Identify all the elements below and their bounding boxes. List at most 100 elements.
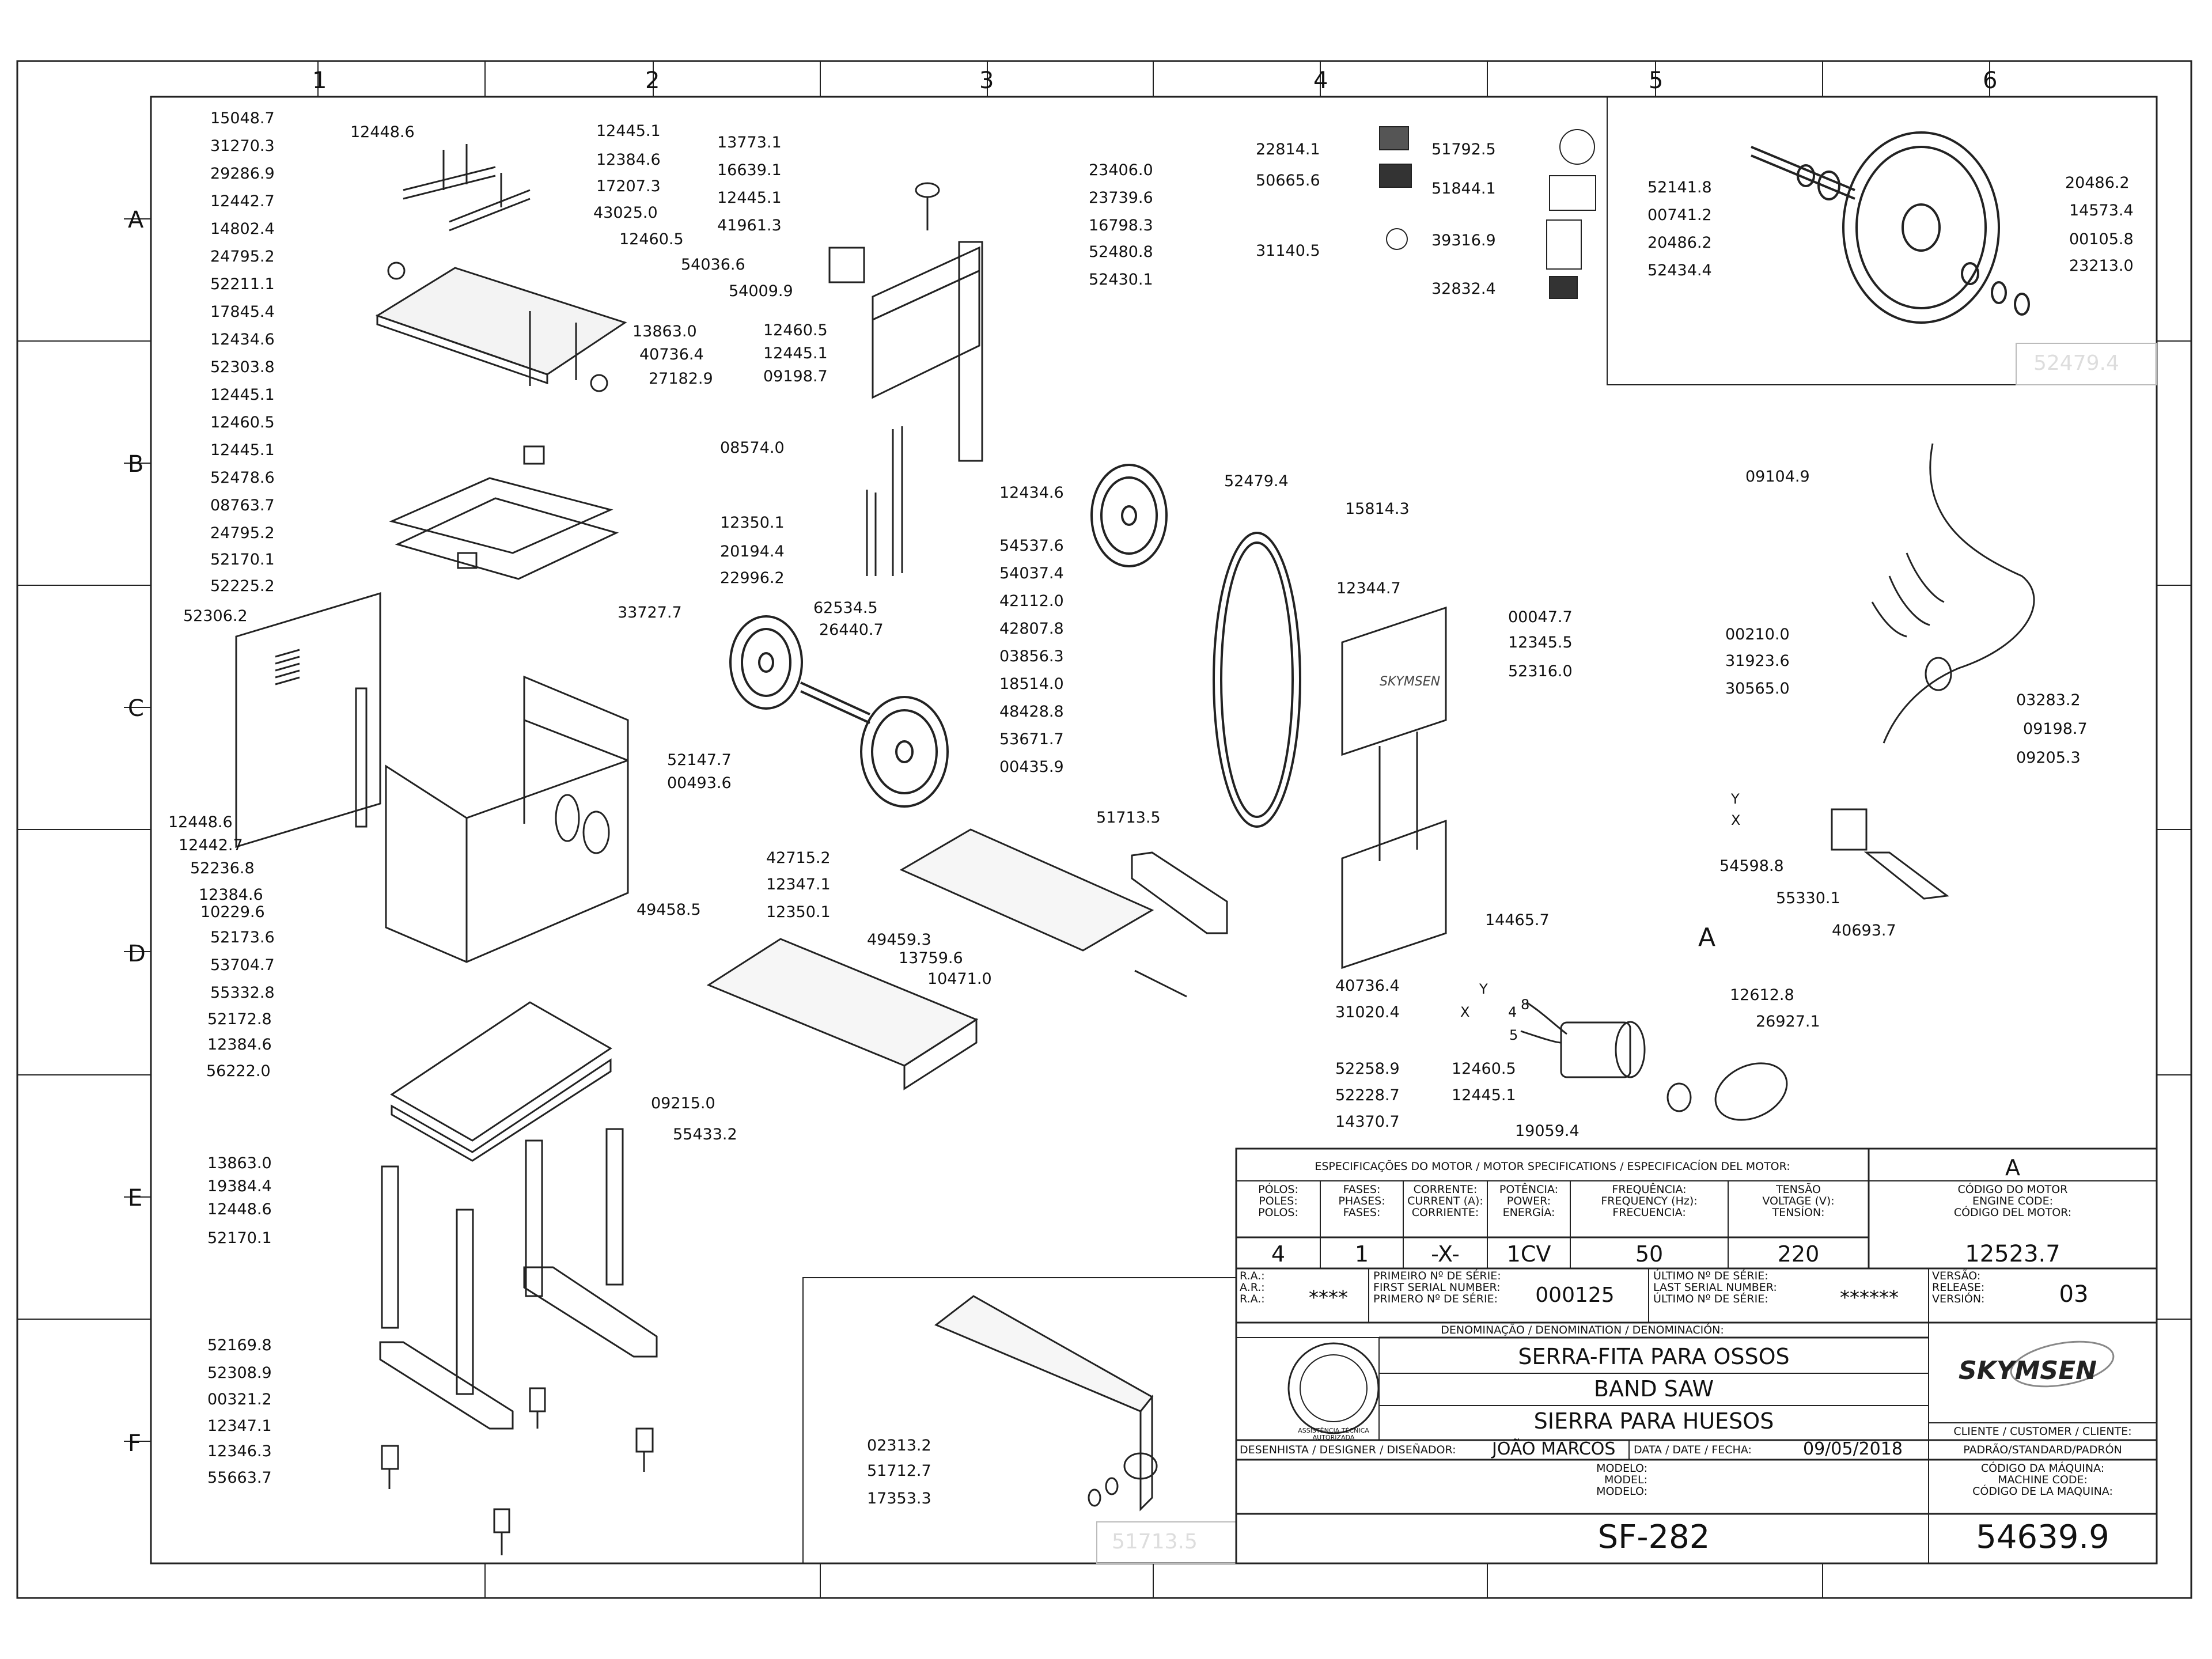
part-number-label: 00047.7 (1508, 608, 1573, 626)
part-number-label: 40736.4 (639, 346, 704, 363)
part-number-label: 08763.7 (210, 497, 275, 514)
model-label: MODELO: MODEL: MODELO: (1596, 1462, 1647, 1498)
denomination-label: DENOMINAÇÃO / DENOMINATION / DENOMINACIÓ… (1441, 1324, 1724, 1336)
row-label-f: F (128, 1430, 142, 1457)
motor-spec-poles-value: 4 (1271, 1241, 1286, 1267)
part-number-label: 39316.9 (1431, 232, 1496, 249)
motor-y-label: Y (1479, 981, 1488, 997)
part-number-label: 20486.2 (1647, 234, 1712, 252)
part-number-label: 13759.6 (899, 949, 963, 967)
motor-terminal-4: 4 (1508, 1004, 1517, 1020)
designer-label: DESENHISTA / DESIGNER / DISEÑADOR: (1240, 1444, 1456, 1456)
part-number-label: 42112.0 (999, 592, 1064, 610)
part-number-label: 31020.4 (1335, 1003, 1400, 1021)
part-number-label: 52170.1 (207, 1229, 272, 1247)
part-number-label: 12442.7 (210, 192, 275, 210)
work-tables (706, 828, 1228, 1090)
part-number-label: 12346.3 (207, 1442, 272, 1460)
part-number-label: 12448.6 (168, 813, 233, 831)
part-number-label: 33727.7 (618, 604, 682, 622)
power-cable (1831, 443, 2035, 900)
part-number-label: 51792.5 (1431, 141, 1496, 158)
part-number-label: 40736.4 (1335, 977, 1400, 995)
row-label-b: B (128, 451, 144, 478)
brand-logo: SKYMSEN (1959, 1356, 2097, 1385)
part-number-label: 17845.4 (210, 303, 275, 321)
part-number-label: 16639.1 (717, 161, 782, 179)
part-number-label: 27182.9 (649, 370, 713, 388)
part-number-label: 22814.1 (1256, 141, 1320, 158)
part-number-label: 52228.7 (1335, 1086, 1400, 1104)
part-number-label: 12347.1 (766, 876, 831, 893)
motor-terminal-8: 8 (1521, 997, 1530, 1013)
part-number-label: 51844.1 (1431, 180, 1496, 198)
part-number-label: 16798.3 (1089, 217, 1153, 234)
part-number-label: 12460.5 (210, 414, 275, 431)
part-number-label: 12445.1 (717, 189, 782, 207)
model-value: SF-282 (1597, 1518, 1710, 1556)
part-number-label: 55330.1 (1776, 889, 1840, 907)
part-number-label: 12434.6 (210, 331, 275, 349)
part-number-label: 54009.9 (729, 282, 793, 300)
column-label-5: 5 (1649, 67, 1664, 94)
part-number-label: 03283.2 (2016, 691, 2081, 709)
part-number-label: 52430.1 (1089, 271, 1153, 289)
part-number-label: 24795.2 (210, 248, 275, 266)
product-name-es: SIERRA PARA HUESOS (1533, 1408, 1774, 1434)
ra-label: R.A.: A.R.: R.A.: (1240, 1270, 1265, 1305)
panel-brand-mark: SKYMSEN (1380, 675, 1440, 689)
ra-value: **** (1309, 1286, 1348, 1309)
part-number-label: 42715.2 (766, 849, 831, 867)
base-frame (379, 1001, 658, 1555)
motor-spec-frequency-label: FREQUÊNCIA: FREQUENCY (Hz): FRECUENCIA: (1601, 1183, 1698, 1219)
part-number-label: 51713.5 (1096, 809, 1161, 827)
part-number-label: 52478.6 (210, 469, 275, 487)
part-number-label: 12347.1 (207, 1417, 272, 1435)
part-number-label: 41961.3 (717, 217, 782, 234)
part-number-label: 12445.1 (1452, 1086, 1516, 1104)
motor-spec-power-value: 1CV (1506, 1241, 1551, 1267)
part-number-label: 12445.1 (210, 386, 275, 404)
cabinet (385, 675, 629, 963)
part-number-label: 20486.2 (2065, 174, 2130, 192)
part-number-label: 00741.2 (1647, 206, 1712, 224)
date-value: 09/05/2018 (1803, 1439, 1903, 1459)
part-number-label: 53704.7 (210, 956, 275, 974)
part-number-label: 03856.3 (999, 647, 1064, 665)
part-number-label: 23406.0 (1089, 161, 1153, 179)
motor-spec-phases-label: FASES: PHASES: FASES: (1338, 1183, 1385, 1219)
part-number-label: 52225.2 (210, 577, 275, 595)
part-number-label: 30565.0 (1725, 680, 1790, 698)
side-panel (235, 592, 381, 849)
fence-inset-box (802, 1277, 1237, 1564)
part-number-label: 12460.5 (619, 230, 684, 248)
part-number-label: 12384.6 (596, 151, 661, 169)
part-number-label: 10471.0 (927, 970, 992, 988)
upper-column (828, 182, 983, 576)
part-number-label: 13863.0 (632, 323, 697, 340)
row-ticks (17, 218, 2191, 1442)
row-label-e: E (128, 1185, 143, 1211)
part-number-label: 52306.2 (183, 607, 248, 625)
part-number-label: 14573.4 (2069, 202, 2134, 219)
machine-code-label: CÓDIGO DA MÁQUINA: MACHINE CODE: CÓDIGO … (1972, 1462, 2113, 1498)
motor-spec-current-value: -X- (1431, 1241, 1460, 1267)
top-table-assembly (375, 144, 627, 392)
part-number-label: 12442.7 (179, 836, 243, 854)
part-number-label: 55663.7 (207, 1469, 272, 1487)
motor-spec-poles-label: PÓLOS: POLES: POLOS: (1258, 1183, 1298, 1219)
part-number-label: 52258.9 (1335, 1060, 1400, 1078)
column-label-3: 3 (979, 67, 994, 94)
motor-spec-power-label: POTÊNCIA: POWER: ENERGÍA: (1499, 1183, 1559, 1219)
part-number-label: 52147.7 (667, 751, 732, 769)
part-number-label: 19384.4 (207, 1177, 272, 1195)
part-number-label: 12612.8 (1730, 986, 1794, 1004)
part-number-label: 12344.7 (1336, 579, 1401, 597)
part-number-label: 29286.9 (210, 165, 275, 183)
column-ticks (317, 61, 1990, 1598)
part-number-label: 14370.7 (1335, 1113, 1400, 1131)
part-number-label: 52236.8 (190, 859, 255, 877)
column-label-1: 1 (312, 67, 327, 94)
part-number-label: 09104.9 (1745, 468, 1810, 486)
